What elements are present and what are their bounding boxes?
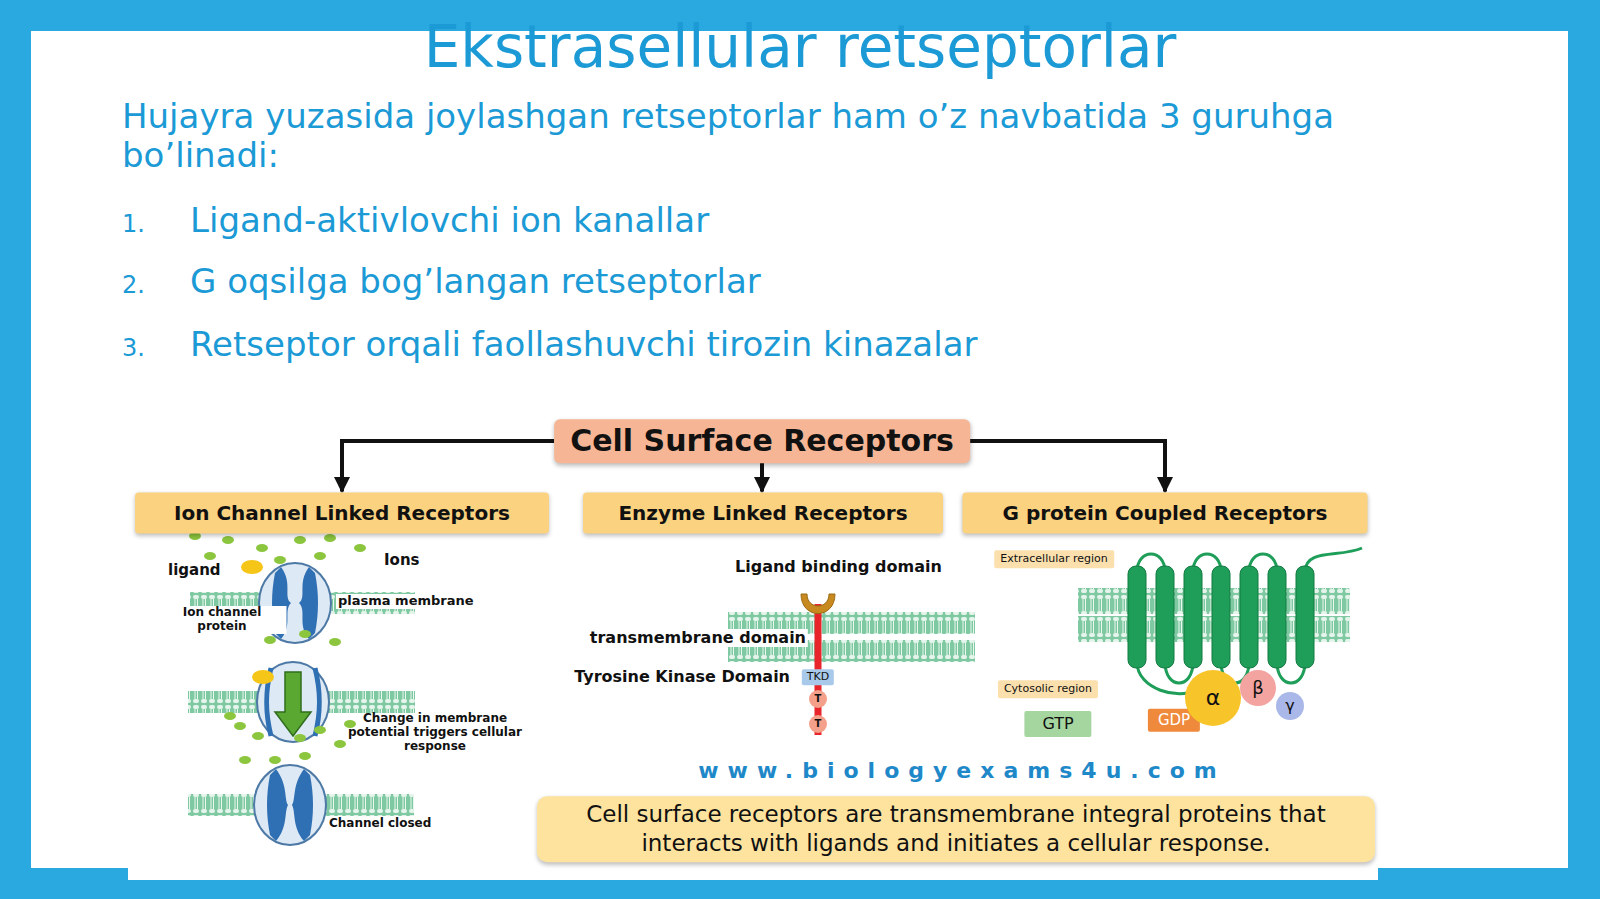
connector <box>760 463 764 492</box>
node-text: γ <box>1285 696 1294 716</box>
node-text: Ion Channel Linked Receptors <box>174 501 510 526</box>
phospho-site: T <box>809 715 827 733</box>
ion-dot <box>269 756 281 764</box>
root-box: Cell Surface Receptors <box>554 419 970 463</box>
part-label: Ligand binding domain <box>735 558 942 576</box>
part-label: Ion channel protein <box>158 606 287 634</box>
phospho-site: T <box>809 690 827 708</box>
alpha-subunit: α <box>1185 670 1241 726</box>
part-label: Channel closed <box>329 817 431 831</box>
helix <box>1240 566 1258 668</box>
node-text: GDP <box>1158 711 1190 730</box>
node-text: Cytosolic region <box>1004 682 1092 696</box>
category-box: G protein Coupled Receptors <box>963 493 1368 534</box>
ligand-dot <box>241 560 263 574</box>
node-text: G protein Coupled Receptors <box>1003 501 1328 526</box>
image-panel <box>128 420 1378 880</box>
helix <box>1156 566 1174 668</box>
region-tag: Cytosolic region <box>998 680 1098 698</box>
node-text: Extracellular region <box>1000 552 1108 566</box>
part-label: plasma membrane <box>336 594 476 609</box>
ion-dot <box>239 756 251 764</box>
enzyme-receptor-illustration <box>728 594 975 735</box>
ion-dot <box>294 734 306 742</box>
ion-dot <box>224 712 236 720</box>
helix <box>1184 566 1202 668</box>
node-text: GTP <box>1042 714 1073 734</box>
node-text: T <box>815 718 822 731</box>
ion-dot <box>252 732 264 740</box>
ion-dot <box>222 536 234 544</box>
part-label: Change in membrane potential triggers ce… <box>340 712 530 753</box>
region-tag: Extracellular region <box>994 550 1114 568</box>
part-label: Ions <box>384 552 420 569</box>
ion-dot <box>264 636 276 644</box>
node-text: T <box>815 693 822 706</box>
part-label: transmembrane domain <box>588 629 808 647</box>
slide-title: Ekstrasellular retseptorlar <box>424 14 1177 80</box>
ion-dot <box>204 552 216 560</box>
ion-dot <box>299 752 311 760</box>
helix <box>1268 566 1286 668</box>
category-box: Enzyme Linked Receptors <box>583 493 943 534</box>
tkd-box: TKD <box>802 669 834 685</box>
node-text: TKD <box>807 670 829 684</box>
node-text: Cell surface receptors are transmembrane… <box>551 800 1361 858</box>
ion-dot <box>274 556 286 564</box>
part-label: www.biologyexams4u.com <box>698 758 1225 783</box>
ion-dot <box>299 630 311 638</box>
slide-text: Retseptor orqali faollashuvchi tirozin k… <box>190 325 977 364</box>
ligand-dot <box>252 670 274 684</box>
node-text: Cell Surface Receptors <box>570 422 954 460</box>
ion-dot <box>324 534 336 542</box>
gtp-box: GTP <box>1024 711 1091 737</box>
ion-dot <box>314 552 326 560</box>
slide-text: 1. <box>122 211 145 239</box>
ion-dot <box>329 638 341 646</box>
helix <box>1296 566 1314 668</box>
slide-text: 2. <box>122 272 145 300</box>
slide-text: Hujayra yuzasida joylashgan retseptorlar… <box>122 97 1422 175</box>
gamma-subunit: γ <box>1276 692 1304 720</box>
node-text: β <box>1252 677 1264 700</box>
ion-dot <box>234 722 246 730</box>
caption-box: Cell surface receptors are transmembrane… <box>537 796 1375 862</box>
ion-dot <box>256 544 268 552</box>
node-text: Enzyme Linked Receptors <box>618 501 907 526</box>
slide-text: G oqsilga bog’langan retseptorlar <box>190 262 761 301</box>
connector <box>342 441 554 492</box>
slide-text: 3. <box>122 335 145 363</box>
connector <box>970 441 1165 492</box>
ion-dot <box>334 740 346 748</box>
ion-dot <box>314 726 326 734</box>
helix <box>1128 566 1146 668</box>
helix <box>1212 566 1230 668</box>
beta-subunit: β <box>1240 670 1276 706</box>
category-box: Ion Channel Linked Receptors <box>135 493 549 534</box>
ion-dot <box>294 536 306 544</box>
ion-channel-illustration <box>188 532 415 845</box>
node-text: α <box>1206 684 1221 712</box>
part-label: ligand <box>168 562 221 579</box>
slide-text: Ligand-aktivlovchi ion kanallar <box>190 201 709 240</box>
part-label: Tyrosine Kinase Domain <box>574 668 790 686</box>
ion-dot <box>354 544 366 552</box>
